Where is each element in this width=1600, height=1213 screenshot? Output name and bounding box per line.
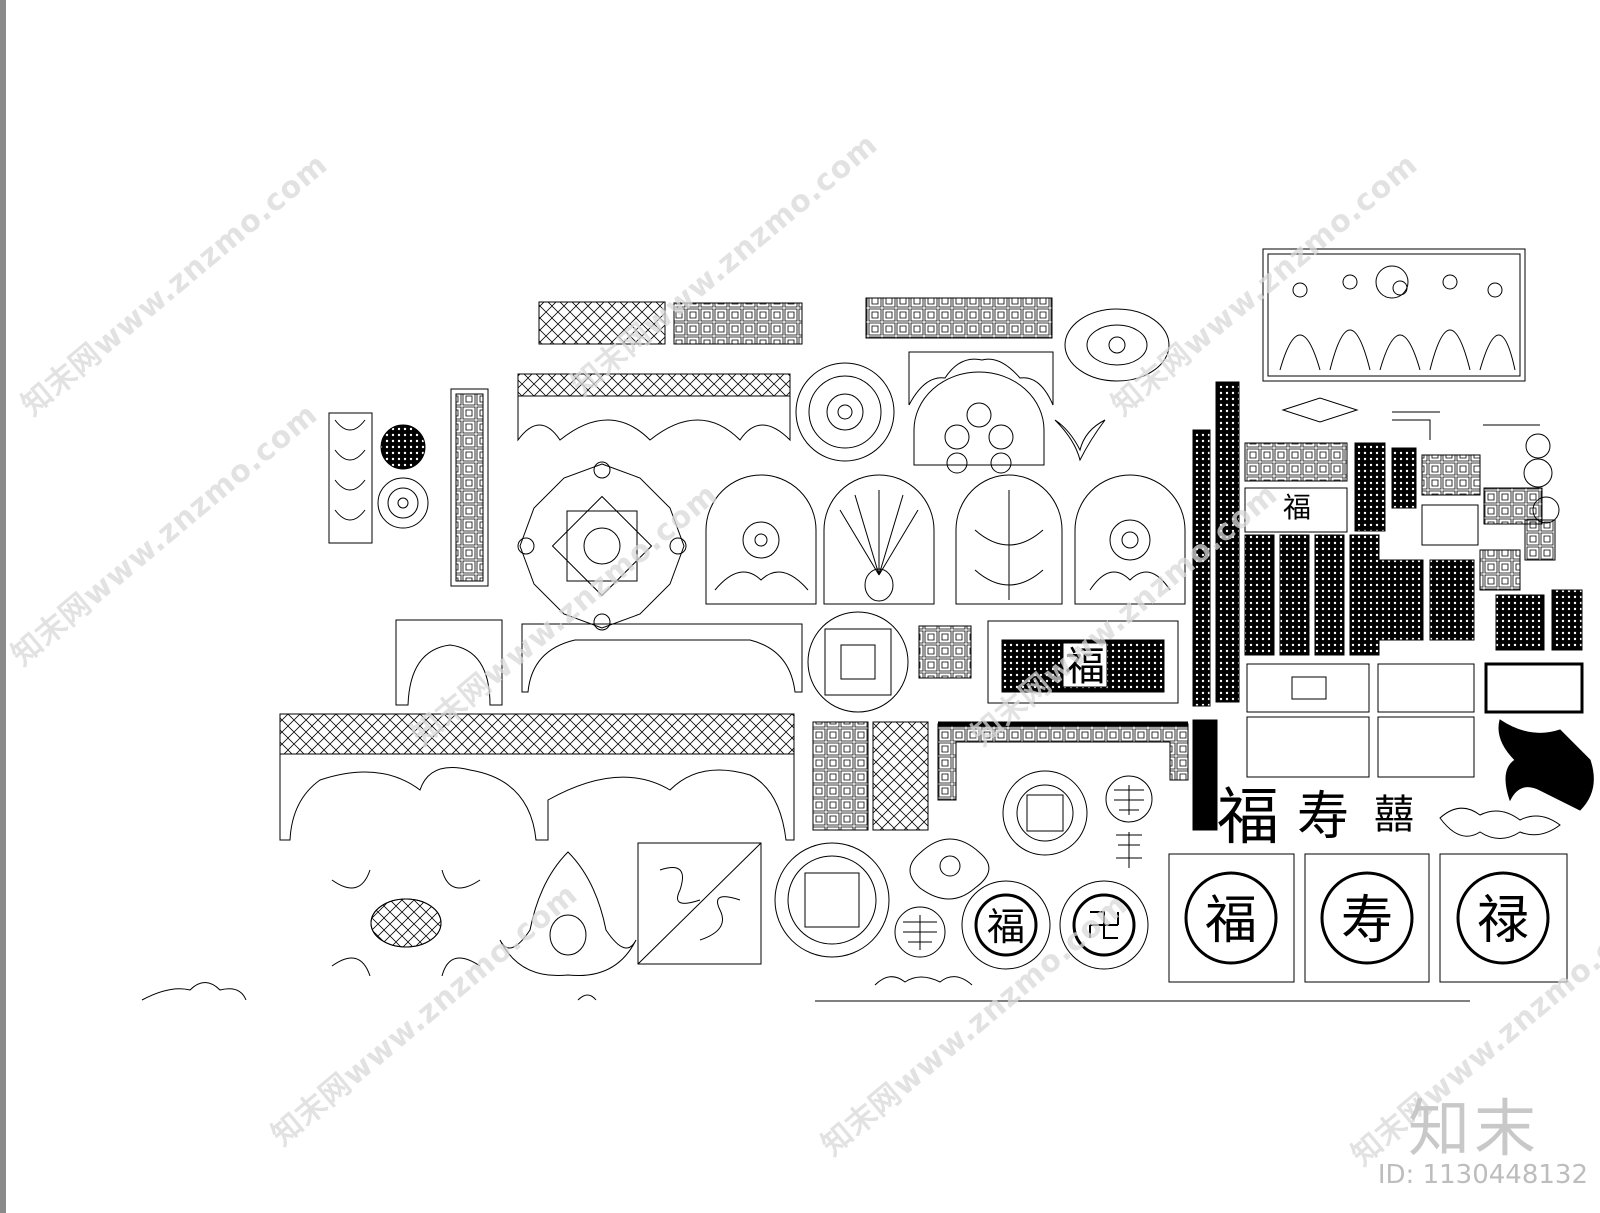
fu-character-small: 福 — [1283, 491, 1311, 524]
fu-round-plaque-label: 福 — [987, 905, 1025, 949]
arched-window-2 — [823, 474, 935, 605]
dark-vertical-strip-2 — [1215, 381, 1240, 703]
viewport-left-edge — [0, 0, 6, 1213]
dark-rosette — [380, 424, 426, 470]
figure-relief-panel — [1262, 248, 1526, 382]
fu-character-large: 福 — [1217, 780, 1279, 853]
wan-round-plaque — [1059, 880, 1149, 970]
square-lattice — [918, 625, 972, 679]
crest-ornament — [141, 982, 247, 1001]
lu-square-plaque-label: 禄 — [1477, 891, 1529, 951]
scroll-ornament-bottom — [874, 976, 973, 986]
lattice-door-1 — [812, 721, 869, 831]
fu-character-frame — [987, 620, 1179, 704]
lattice-panel-2 — [673, 302, 803, 345]
round-medallion-4 — [774, 842, 890, 958]
small-ornaments-right — [1281, 397, 1560, 524]
frame-panels — [1246, 662, 1584, 778]
round-medallion-2 — [807, 611, 909, 713]
lattice-panel-1 — [538, 301, 666, 345]
diagonal-scroll-panel — [637, 842, 762, 965]
double-happiness-character: 囍 — [1374, 792, 1414, 838]
fret-corner-frame — [937, 721, 1189, 801]
corner-bracket-pair — [908, 351, 1054, 406]
fu-round-plaque — [961, 880, 1051, 970]
arched-panel-top — [913, 371, 1045, 474]
dark-vertical-strip-3 — [1192, 719, 1218, 831]
star-lattice-medallion — [517, 461, 687, 631]
light-rosette — [377, 477, 429, 529]
small-finial — [577, 994, 597, 1001]
fu-square-plaque — [1168, 853, 1295, 983]
cloud-scroll — [1439, 807, 1561, 839]
fu-square-plaque-label: 福 — [1205, 891, 1257, 951]
arched-window-4 — [1074, 474, 1186, 605]
oval-lattice-ornament — [331, 869, 481, 977]
large-carved-valance — [279, 713, 795, 841]
round-medallion-3 — [1002, 770, 1088, 856]
arched-window-1 — [705, 474, 817, 605]
arch-frame-small — [395, 619, 503, 706]
round-medallion-1 — [795, 362, 895, 462]
ornament-leaf — [1054, 419, 1106, 462]
flower-medallion-top — [1064, 308, 1170, 382]
shou-symbol-round-2 — [894, 906, 946, 958]
lotus-carving — [499, 851, 637, 977]
carved-valance-2 — [521, 623, 803, 693]
shou-symbol-round — [1105, 775, 1153, 823]
shou-symbol-vertical — [1116, 832, 1142, 868]
shou-square-plaque-label: 寿 — [1341, 891, 1393, 951]
arched-window-3 — [955, 474, 1063, 605]
peony-medallion — [909, 838, 990, 900]
brand-logo: 知末 — [1407, 1092, 1540, 1165]
carved-post-left — [328, 412, 373, 544]
vertical-carved-strip — [450, 388, 489, 587]
dragon-silhouette — [1498, 719, 1594, 811]
ornament-panel-grid — [1244, 442, 1583, 656]
document-id-label: ID: 1130448132 — [1377, 1160, 1588, 1190]
shou-character-large: 寿 — [1297, 787, 1349, 847]
dark-vertical-strip-1 — [1192, 429, 1211, 707]
lu-square-plaque — [1439, 853, 1568, 983]
fu-character-label: 福 — [1065, 644, 1105, 690]
lattice-door-2 — [872, 721, 929, 831]
shou-square-plaque — [1304, 853, 1430, 983]
fret-frieze — [865, 297, 1053, 339]
carved-valance-1 — [517, 373, 791, 442]
